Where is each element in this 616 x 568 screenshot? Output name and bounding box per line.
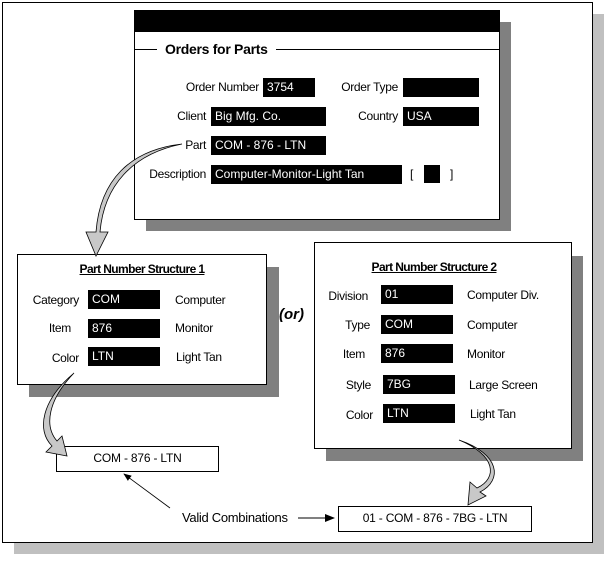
s1-category-field: COM [88, 290, 160, 309]
heading-rule [135, 49, 499, 50]
s1-category-label: Category [32, 293, 80, 307]
s2-color-label: Color [345, 408, 373, 422]
client-label: Client [177, 109, 206, 123]
s2-item-label: Item [342, 347, 365, 361]
bracket-close: ] [450, 167, 454, 181]
or-label: (or) [279, 306, 304, 323]
s2-item-meaning: Monitor [467, 347, 505, 361]
result1-box: COM - 876 - LTN [56, 446, 219, 472]
s1-color-meaning: Light Tan [176, 350, 222, 364]
description-label: Description [149, 167, 206, 181]
checkbox-field[interactable] [424, 165, 440, 183]
s2-division-field: 01 [381, 285, 453, 304]
bracket-open: [ [410, 167, 414, 181]
s2-color-meaning: Light Tan [470, 407, 516, 421]
form-heading: Orders for Parts [157, 41, 276, 57]
s1-item-field: 876 [88, 319, 160, 338]
order-number-field[interactable]: 3754 [263, 78, 315, 97]
part-field[interactable]: COM - 876 - LTN [211, 136, 326, 155]
valid-combinations-label: Valid Combinations [182, 510, 288, 525]
s2-color-field: LTN [383, 404, 455, 423]
s2-style-label: Style [345, 378, 371, 392]
s1-color-label: Color [51, 351, 79, 365]
s2-type-label: Type [345, 318, 370, 332]
s2-style-field: 7BG [383, 375, 455, 394]
arrow-to-result1 [123, 473, 171, 509]
structure1-title: Part Number Structure 1 [79, 262, 206, 276]
client-field[interactable]: Big Mfg. Co. [211, 107, 326, 126]
s2-type-field: COM [381, 315, 453, 334]
order-type-field[interactable] [403, 78, 479, 97]
country-label: Country [358, 109, 398, 123]
s2-division-label: Division [328, 289, 368, 303]
s2-type-meaning: Computer [467, 318, 518, 332]
result2-box: 01 - COM - 876 - 7BG - LTN [338, 506, 532, 532]
s1-item-label: Item [48, 321, 71, 335]
s2-division-meaning: Computer Div. [467, 288, 539, 302]
curved-arrow-part-to-structure1 [85, 143, 183, 257]
structure2-title: Part Number Structure 2 [371, 260, 498, 274]
s2-style-meaning: Large Screen [469, 378, 538, 392]
part-label: Part [185, 138, 206, 152]
order-type-label: Order Type [341, 80, 398, 94]
curved-arrow-structure1-to-result1 [43, 372, 75, 457]
order-number-label: Order Number [185, 80, 259, 94]
curved-arrow-structure2-to-result2 [458, 439, 495, 506]
s1-color-field: LTN [88, 347, 160, 366]
description-field[interactable]: Computer-Monitor-Light Tan [211, 165, 402, 184]
s1-item-meaning: Monitor [175, 321, 213, 335]
s2-item-field: 876 [381, 344, 453, 363]
title-bar [135, 11, 499, 32]
country-field[interactable]: USA [403, 107, 479, 126]
s1-category-meaning: Computer [175, 293, 226, 307]
